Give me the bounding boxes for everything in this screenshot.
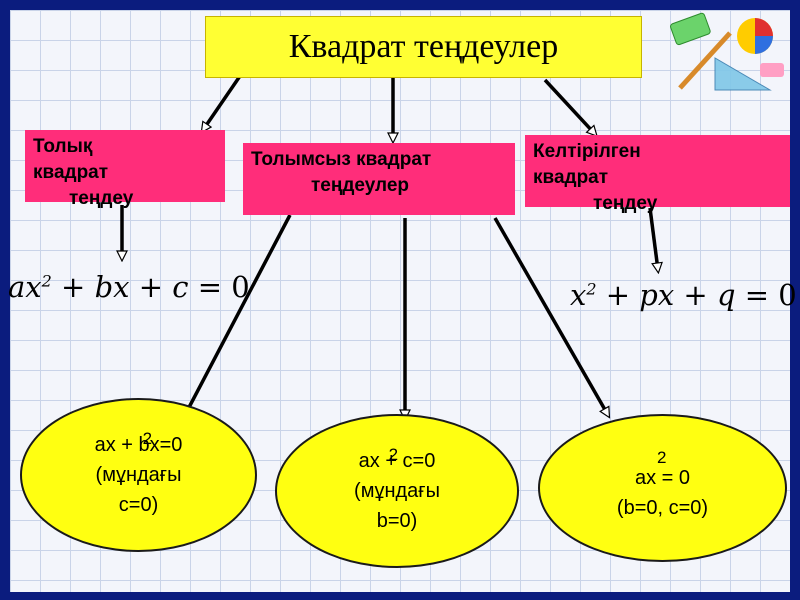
formula-term-c: c (172, 270, 188, 304)
category-incomplete-line-2: теңдеулер (251, 173, 515, 199)
arrow-to-reduced (545, 80, 595, 134)
arrow-reduced-formula (650, 208, 658, 270)
formula-term-px: px (639, 278, 674, 312)
case-1-formula-text: ax + bx=0 (95, 434, 183, 456)
arrow-to-case-3 (495, 218, 608, 415)
case-3-exponent: 2 (657, 443, 666, 473)
category-incomplete-line-1: Толымсыз квадрат (251, 147, 515, 173)
page-title: Квадрат теңдеулер (205, 16, 642, 78)
arrow-to-case-1 (185, 215, 290, 415)
category-incomplete-equation: Толымсыз квадрат теңдеулер (243, 143, 515, 215)
case-2-condition: b=0) (377, 506, 418, 536)
category-reduced-line-1: Келтірілген (533, 139, 790, 165)
formula-plus: + (130, 270, 173, 304)
formula-reduced-equation: x2 + px + q = 0 (570, 278, 797, 312)
formula-equals-zero: = 0 (736, 278, 797, 312)
formula-equals-zero: = 0 (189, 270, 250, 304)
category-full-line-1: Толық (33, 134, 225, 160)
category-reduced-line-3: теңдеу (533, 191, 790, 217)
case-2-note: (мұндағы (354, 476, 440, 506)
page-title-text: Квадрат теңдеулер (289, 28, 559, 66)
category-full-line-3: теңдеу (33, 186, 225, 212)
case-1-exponent: 2 (143, 424, 152, 454)
formula-exponent: 2 (586, 279, 596, 298)
arrow-to-full (203, 76, 240, 130)
category-reduced-equation: Келтірілген квадрат теңдеу (525, 135, 790, 207)
formula-plus: + (674, 278, 717, 312)
case-2-exponent: 2 (389, 440, 398, 470)
case-1-condition: c=0) (119, 490, 158, 520)
category-full-equation: Толық квадрат теңдеу (25, 130, 225, 202)
formula-exponent: 2 (42, 271, 52, 290)
case-3-condition: (b=0, c=0) (617, 493, 708, 523)
formula-term-x: x (570, 278, 586, 312)
category-full-line-2: квадрат (33, 160, 225, 186)
formula-full-equation: ax2 + bx + c = 0 (8, 270, 250, 304)
formula-term-ax: ax (8, 270, 42, 304)
category-reduced-line-2: квадрат (533, 165, 790, 191)
formula-term-q: q (717, 278, 736, 312)
formula-plus: + (52, 270, 95, 304)
formula-plus: + (597, 278, 640, 312)
case-1-note: (мұндағы (96, 460, 182, 490)
formula-term-bx: bx (95, 270, 130, 304)
